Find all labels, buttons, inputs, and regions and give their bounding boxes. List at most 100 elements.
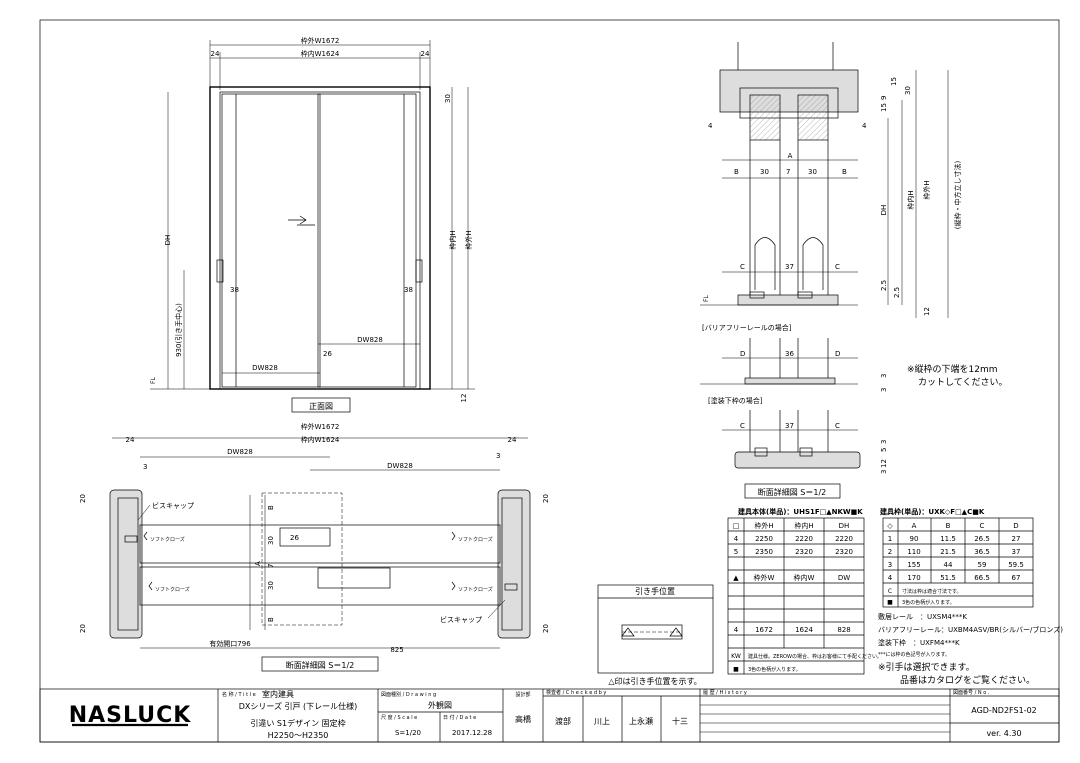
plan-dim-dw-mid: DW828: [387, 462, 413, 470]
section-dim-frame-outer-h: 枠外H: [922, 180, 931, 199]
frame-h1: A: [912, 522, 917, 530]
front-dim-outer: 枠外W1672: [301, 36, 340, 45]
door2-r0c3: 828: [837, 626, 850, 634]
plan-view-caption: 断面詳細図 S＝1/2: [286, 660, 355, 670]
handle-position: 引き手位置 △印は引き手位置を示す。: [597, 584, 714, 686]
section-dim-30-right: 30: [808, 168, 817, 176]
section-bf-3b: 3: [880, 388, 888, 392]
frame-r1c2: 21.5: [940, 548, 956, 556]
frame-r0c1: 90: [910, 535, 919, 543]
tb-date: 2017.12.28: [452, 729, 492, 737]
plan-dim-20-tr: 20: [542, 494, 550, 503]
tb-check-label: 検査者 / C h e c k e d b y: [546, 689, 606, 696]
frame-r1c0: 2: [888, 548, 892, 556]
tb-check1: 渡部: [555, 716, 571, 726]
door-h0: □: [733, 522, 740, 530]
tb-scale: S=1/20: [395, 729, 421, 737]
door-h2: 枠内H: [794, 521, 813, 530]
front-view-caption: 正面図: [309, 402, 333, 411]
door-r0c1: 2250: [755, 535, 773, 543]
frame-r1c1: 110: [907, 548, 920, 556]
door-r0c3: 2220: [835, 535, 853, 543]
section-pt-3: 3: [880, 440, 888, 444]
front-dim-38-right: 38: [404, 286, 413, 294]
note-line5: ※引手は選択できます。: [878, 661, 975, 673]
plan-soft-close-1: ソフトクローズ: [150, 536, 185, 543]
front-view: 枠外W1672 枠内W1624 24 24 DH 930(引き手中心) 38 3…: [150, 36, 475, 413]
plan-dim-20-br: 20: [542, 624, 550, 633]
front-dim-30: 30: [444, 94, 452, 103]
front-dim-24-left: 24: [211, 50, 220, 58]
front-dim-frame-inner-h: 枠内H: [448, 230, 457, 249]
front-dim-24-right: 24: [421, 50, 430, 58]
section-pt-12: 12: [880, 459, 888, 468]
door-table-title: 建具本体(単品)：UHS1F□▲NKW■K: [738, 507, 863, 516]
plan-soft-close-2: ソフトクローズ: [458, 536, 493, 543]
front-dim-26: 26: [323, 350, 332, 358]
frame-r0c4: 27: [1012, 535, 1021, 543]
frame-table: 建具枠(単品)：UXK◇F□▲C■K ◇ A B C D 1 90 11.5 2…: [880, 507, 1034, 608]
section-dim-9: 9: [880, 96, 888, 100]
section-pt-c-left: C: [740, 422, 745, 430]
plan-soft-close-4: ソフトクローズ: [458, 586, 493, 593]
plan-dim-7: 7: [267, 564, 275, 568]
section-fl: FL: [703, 295, 710, 302]
frame-r3c4: 67: [1012, 574, 1021, 582]
tb-title-line1: DXシリーズ 引戸 (下レール仕様): [239, 701, 358, 711]
tb-title-line3: H2250～H2350: [268, 731, 329, 740]
section-dim-30: 30: [904, 86, 912, 95]
section-bf-3a: 3: [880, 374, 888, 378]
note-line3: 塗装下枠 ：UXFM4***K: [878, 638, 960, 647]
door-sq-label: ■: [733, 666, 739, 673]
door-sq-note: 3色の色柄が入ります。: [748, 666, 801, 673]
plan-dim-dw-top: DW828: [227, 448, 253, 456]
plan-door-upper: [139, 524, 501, 564]
door-r1c0: 5: [734, 548, 738, 556]
front-door-left: [221, 93, 321, 388]
front-dim-dw-left: DW828: [252, 364, 278, 372]
section-dim-b-right: B: [842, 168, 847, 176]
front-dim-dw-right: DW828: [357, 336, 383, 344]
frame-table-title: 建具枠(単品)：UXK◇F□▲C■K: [880, 507, 985, 516]
door-r1c1: 2350: [755, 548, 773, 556]
section-pt-3b: 3: [880, 470, 888, 474]
tb-title-line2: 引違い S1デザイン 固定枠: [250, 718, 345, 728]
front-door-right: [317, 93, 417, 388]
section-dim-c-left: C: [740, 263, 745, 271]
door-r0c0: 4: [734, 535, 739, 543]
door-kw-note: 建具仕様。ZEROWの場合、枠はお客様にて手配ください。: [748, 653, 882, 660]
section-head: [719, 69, 859, 113]
front-dim-frame-outer-h: 枠外H: [464, 230, 473, 249]
frame-r1c3: 36.5: [974, 548, 990, 556]
section-dim-12: 12: [923, 307, 931, 316]
plan-dim-24-left: 24: [126, 436, 135, 444]
section-dim-4-left: 4: [708, 122, 713, 130]
title-block: NASLUCK 名 称 / T i t l e 室内建具 DXシリーズ 引戸 (…: [39, 688, 1060, 743]
tb-title-label: 名 称 / T i t l e: [222, 691, 256, 698]
section-view: 4 4 9 15 15 30 A B 30 7 30 B C 37 C FL: [700, 42, 1007, 499]
door-kw-label: KW: [731, 653, 741, 660]
section-view-caption: 断面詳細図 S＝1/2: [758, 487, 827, 497]
section-dim-dh: DH: [880, 205, 888, 216]
plan-dim-30-2: 30: [267, 581, 275, 590]
section-note-2: カットしてください。: [918, 377, 1007, 388]
plan-view: 枠外W1672 枠内W1624 24 24 DW828 DW828 3 3 26…: [79, 422, 550, 672]
door2-r0c0: 4: [734, 626, 739, 634]
door-r1c3: 2320: [835, 548, 853, 556]
section-dim-7: 7: [786, 168, 790, 176]
plan-dim-b1: B: [267, 505, 275, 510]
door-h2-2: 枠内W: [794, 573, 815, 582]
frame-r0c2: 11.5: [940, 535, 956, 543]
section-painted-title: [塗装下枠の場合]: [708, 396, 763, 405]
section-note-1: ※縦枠の下端を12mm: [907, 363, 998, 375]
plan-dim-825: 825: [390, 646, 403, 654]
plan-dim-30-1: 30: [267, 536, 275, 545]
plan-dim-20-tl: 20: [79, 494, 87, 503]
frame-c-note: 寸法は枠は適合寸法です。: [902, 588, 962, 595]
door-h1: 枠外H: [754, 521, 773, 530]
door-h3: DH: [839, 522, 850, 530]
frame-h3: C: [980, 522, 985, 530]
section-pt-c-right: C: [835, 422, 840, 430]
section-dim-37: 37: [785, 263, 794, 271]
plan-dim-inner: 枠内W1624: [301, 435, 340, 444]
